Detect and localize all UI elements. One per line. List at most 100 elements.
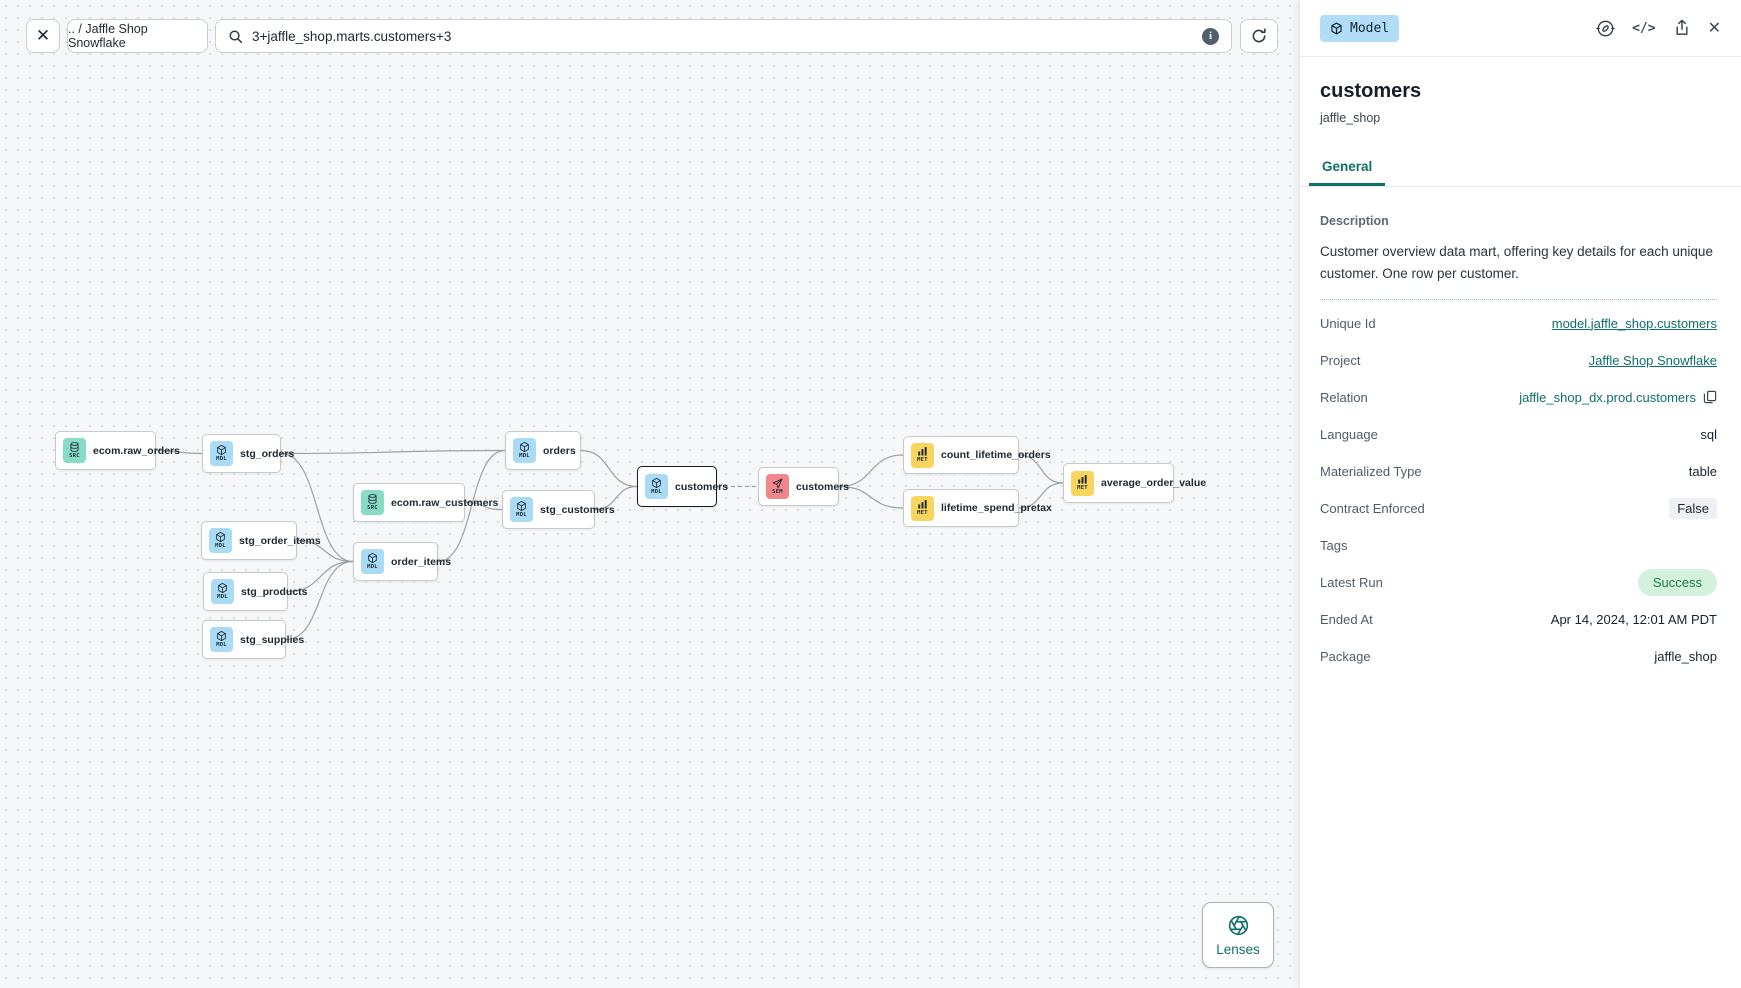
model-cube-icon: MDL [513,438,536,463]
panel-tabs: General [1300,150,1741,187]
field-value-link[interactable]: Jaffle Shop Snowflake [1588,352,1717,368]
close-icon[interactable]: ✕ [1707,20,1721,37]
node-label: stg_supplies [240,633,305,646]
copy-icon[interactable] [1703,390,1717,404]
resource-type-label: Model [1350,20,1390,36]
package-subtitle: jaffle_shop [1320,111,1381,125]
semantic-model-icon: SEM [766,474,789,499]
edge-stg_products-to-order_items [287,560,354,593]
node-label: stg_orders [240,447,295,460]
field-label: Contract Enforced [1320,500,1425,516]
graph-node-stg_customers[interactable]: MDL stg_customers [502,490,615,529]
search-icon [228,29,243,44]
tab-general[interactable]: General [1309,150,1386,186]
graph-node-stg_order_items[interactable]: MDL stg_order_items [201,521,321,560]
edge-orders-to-customers [580,449,638,488]
code-icon[interactable]: </> [1632,20,1656,36]
model-cube-icon: MDL [361,549,384,574]
field-row-unique-id: Unique Id model.jaffle_shop.customers [1320,305,1717,342]
status-badge: False [1669,497,1717,519]
node-label: ecom.raw_customers [391,496,499,509]
node-label: lifetime_spend_pretax [941,502,1052,514]
description-text: Customer overview data mart, offering ke… [1320,244,1713,282]
breadcrumb[interactable]: .. / Jaffle Shop Snowflake [67,19,208,53]
model-cube-icon: MDL [209,528,232,553]
graph-node-order_items[interactable]: MDL order_items [353,542,451,581]
edge-customers_sem-to-lifetime_spend_pretax [838,485,904,509]
close-lineage-button[interactable]: ✕ [26,19,60,53]
node-label: count_lifetime_orders [941,449,1051,461]
dotted-divider [1320,298,1717,300]
description-heading: Description [1320,214,1389,228]
model-cube-icon: MDL [510,497,533,522]
field-row-latest-run: Latest Run Success [1320,564,1717,601]
lenses-label: Lenses [1216,941,1260,957]
edge-order_items-to-orders [437,449,506,563]
field-label: Project [1320,352,1361,368]
graph-node-customers_sem[interactable]: SEM customers [758,467,849,506]
graph-node-count_lifetime_orders[interactable]: MET count_lifetime_orders [903,436,1051,474]
node-label: orders [543,444,576,457]
field-value: sql [1700,426,1717,442]
node-label: stg_products [241,585,308,598]
field-label: Unique Id [1320,315,1376,331]
node-label: customers [796,480,850,493]
lenses-aperture-icon [1227,914,1250,937]
source-database-icon: SRC [361,490,384,515]
edge-stg_orders-to-order_items [280,452,354,563]
edge-ecom_raw_customers-to-stg_customers [464,501,503,511]
info-icon[interactable]: i [1202,27,1219,45]
graph-node-stg_products[interactable]: MDL stg_products [203,572,308,611]
edge-ecom_raw_orders-to-stg_orders [155,449,203,455]
model-cube-icon [1330,21,1343,35]
share-icon[interactable] [1673,19,1691,37]
field-label: Package [1320,648,1371,664]
close-icon: ✕ [35,26,51,45]
panel-content: Description Customer overview data mart,… [1300,214,1741,675]
node-label: order_items [391,555,452,568]
lineage-selector-input[interactable] [252,28,1193,44]
panel-header-actions: </> ✕ [1596,18,1721,38]
model-cube-icon: MDL [645,474,668,499]
relation-value: jaffle_shop_dx.prod.customers [1519,389,1696,405]
field-value: jaffle_shop_dx.prod.customers [1519,390,1717,405]
metric-chart-icon: MET [911,442,934,468]
field-value-link[interactable]: model.jaffle_shop.customers [1551,315,1717,331]
lineage-edges [155,449,1064,641]
explore-compass-icon[interactable] [1596,19,1615,38]
latest-run-status-badge: Success [1637,568,1717,596]
node-label: average_order_value [1101,477,1207,489]
lenses-button[interactable]: Lenses [1202,902,1274,968]
node-label: customers [675,480,729,493]
model-cube-icon: MDL [211,579,234,604]
model-cube-icon: MDL [210,627,233,652]
edge-stg_order_items-to-order_items [296,539,354,563]
node-label: stg_order_items [239,534,321,547]
field-row-contract-enforced: Contract Enforced False [1320,490,1717,527]
graph-node-average_order_value[interactable]: MET average_order_value [1063,463,1206,503]
graph-node-orders[interactable]: MDL orders [505,431,581,470]
graph-node-customers[interactable]: MDL customers [637,466,728,507]
edge-stg_customers-to-customers [594,485,638,511]
node-label: stg_customers [540,503,615,516]
field-label: Latest Run [1320,574,1383,590]
field-label: Ended At [1320,611,1373,627]
graph-node-stg_supplies[interactable]: MDL stg_supplies [202,620,304,659]
edge-lifetime_spend_pretax-to-average_order_value [1018,482,1064,509]
node-label: ecom.raw_orders [93,444,180,457]
page-title: customers [1320,80,1422,102]
edge-stg_supplies-to-order_items [285,560,354,641]
resource-type-badge: Model [1320,14,1400,42]
graph-node-ecom_raw_customers[interactable]: SRC ecom.raw_customers [353,483,498,522]
refresh-lineage-button[interactable] [1240,19,1278,53]
metric-chart-icon: MET [1071,470,1094,496]
